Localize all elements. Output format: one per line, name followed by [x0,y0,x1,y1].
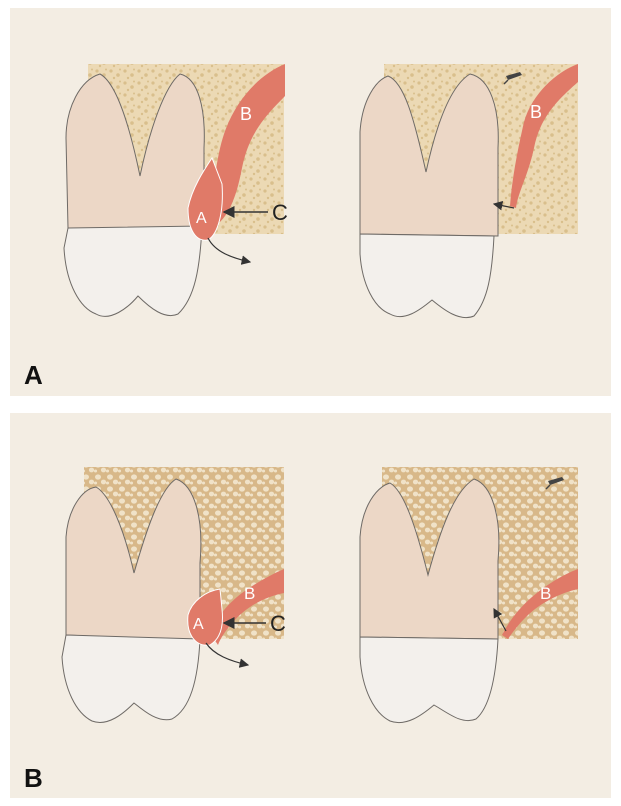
removal-arrow-icon [206,643,248,665]
pointer-label: C [270,611,286,636]
soft-tissue-label: B [530,102,542,122]
panel-a: B A C B A [10,8,611,396]
tooth-crown [62,635,200,722]
soft-tissue-label: B [240,104,252,124]
tooth-crown [64,226,202,316]
right-tooth-diagram: B [360,467,578,723]
panel-letter: A [24,360,43,391]
panel-letter: B [24,763,43,794]
panel-b: B A C B B [10,413,611,798]
soft-tissue-label: B [540,584,551,603]
soft-tissue-label: B [244,584,255,603]
left-tooth-diagram: B A C [62,467,286,722]
left-tooth-diagram: B A C [64,64,288,316]
removal-arrow-icon [208,238,250,262]
gum-flap-label: A [193,616,204,633]
pointer-label: C [272,200,288,225]
panel-b-illustration: B A C B [10,413,611,798]
tooth-crown [360,637,498,723]
panel-a-illustration: B A C B [10,8,611,396]
right-tooth-diagram: B [360,64,578,318]
gum-flap-label: A [196,210,207,227]
tooth-crown [360,234,494,318]
